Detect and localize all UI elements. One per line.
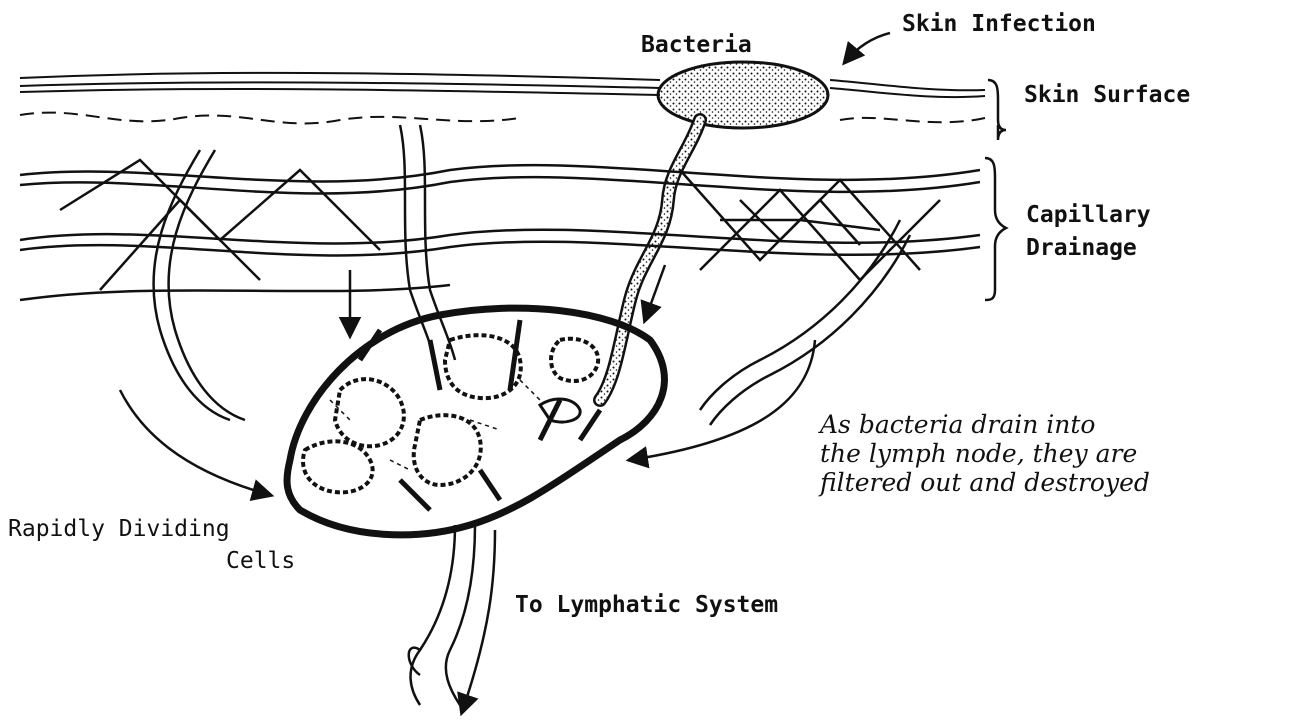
arrow-lymphatic <box>462 530 495 712</box>
skin-surface-layer <box>20 73 985 124</box>
brackets <box>985 80 1006 300</box>
arrow-right-down <box>645 265 665 320</box>
capillary-network <box>20 125 980 425</box>
caption-line2: the lymph node, they are <box>820 439 1137 468</box>
arrow-left-curve <box>120 390 270 495</box>
lymphatic-system-label: To Lymphatic System <box>515 592 778 618</box>
capillary-label-line2: Drainage <box>1026 235 1137 261</box>
capillary-label-line1: Capillary <box>1026 202 1151 228</box>
skin-surface-label: Skin Surface <box>1024 82 1190 108</box>
skin-infection-label: Skin Infection <box>902 11 1096 37</box>
caption-line3: filtered out and destroyed <box>820 468 1150 497</box>
arrow-infection <box>845 33 890 62</box>
lymph-node <box>287 308 664 535</box>
dividing-cells-label-line1: Rapidly Dividing <box>8 516 230 542</box>
skin-infection-blob <box>600 62 828 400</box>
caption-line1: As bacteria drain into <box>820 410 1095 439</box>
dividing-cells-label-line2: Cells <box>226 548 295 574</box>
skin-surface-bracket <box>988 80 1006 140</box>
efferent-vessel <box>409 525 475 705</box>
capillary-bracket <box>985 158 1006 300</box>
bacteria-label: Bacteria <box>641 32 752 58</box>
